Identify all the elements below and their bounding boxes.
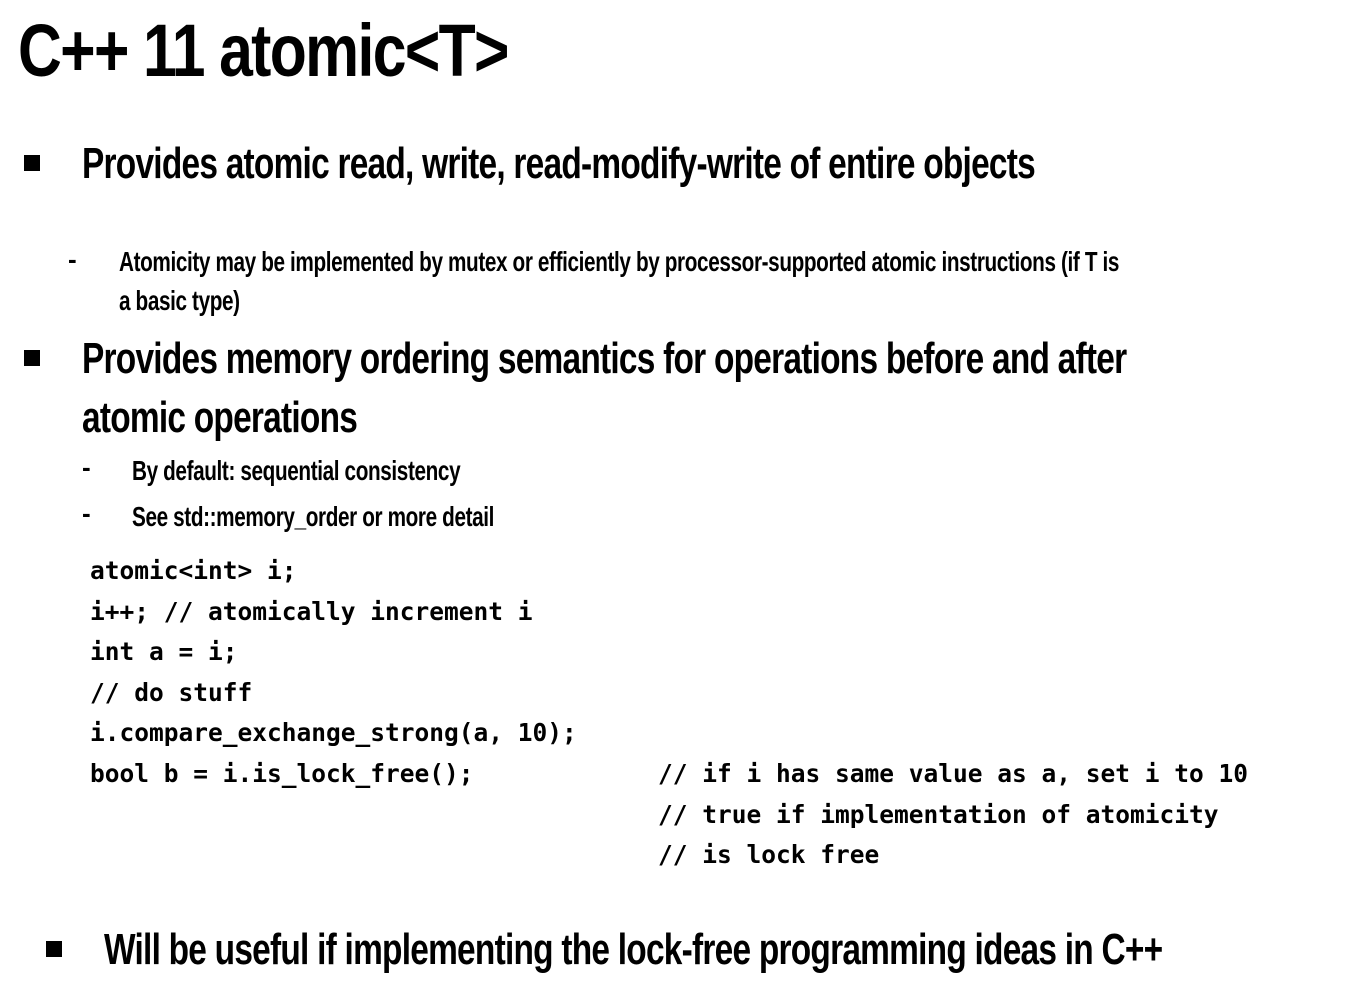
code-comment: // if i has same value as a, set i to 10 [658, 759, 1249, 788]
slide-title-text: C++ 11 atomic<T> [18, 9, 509, 92]
bullet-2: Provides memory ordering semantics for o… [82, 334, 1347, 384]
code-comment: // true if implementation of atomicity [658, 799, 1219, 829]
code-line: int a = i; [90, 637, 238, 667]
bullet-3: Will be useful if implementing the lock-… [104, 925, 1347, 975]
bullet-2-line1: Provides memory ordering semantics for o… [82, 334, 1127, 383]
sub-bullet-2-2-text: See std::memory_order or more detail [132, 501, 495, 532]
bullet-square-icon [24, 155, 40, 171]
bullet-3-text: Will be useful if implementing the lock-… [104, 925, 1163, 974]
sub-bullet-1-1: Atomicity may be implemented by mutex or… [119, 246, 1347, 278]
code-comment: // is lock free [658, 840, 880, 870]
sub-bullet-2-1-text: By default: sequential consistency [132, 455, 461, 486]
sub-bullet-1-1-line2: a basic type) [119, 285, 240, 316]
dash-icon: - [68, 244, 77, 274]
sub-bullet-1-1-cont: a basic type) [119, 285, 282, 317]
bullet-1: Provides atomic read, write, read-modify… [82, 139, 1336, 189]
code-line: i++; // atomically increment i [90, 596, 533, 626]
sub-bullet-2-1: By default: sequential consistency [132, 455, 576, 487]
bullet-square-icon [46, 941, 62, 957]
code-block-left: atomic<int> i; i++; // atomically increme… [90, 551, 577, 795]
bullet-square-icon [24, 350, 40, 366]
bullet-2-cont: atomic operations [82, 393, 444, 443]
dash-icon: - [82, 498, 91, 528]
code-line: bool b = i.is_lock_free(); [90, 758, 474, 788]
sub-bullet-2-2: See std::memory_order or more detail [132, 501, 621, 533]
bullet-2-line2: atomic operations [82, 393, 358, 442]
dash-icon: - [82, 452, 91, 482]
code-line: // do stuff [90, 677, 253, 707]
slide-title: C++ 11 atomic<T> [18, 8, 615, 93]
bullet-1-text: Provides atomic read, write, read-modify… [82, 139, 1036, 188]
code-line: i.compare_exchange_strong(a, 10); [90, 718, 577, 748]
code-block-comments: // if i has same value as a, set i to 10… [658, 754, 1248, 876]
sub-bullet-1-1-line1: Atomicity may be implemented by mutex or… [119, 246, 1120, 277]
code-line: atomic<int> i; [90, 556, 297, 585]
